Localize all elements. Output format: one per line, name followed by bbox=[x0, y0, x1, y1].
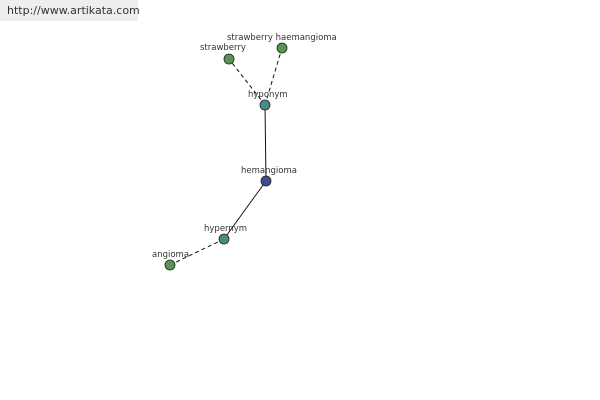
node-angioma[interactable] bbox=[164, 259, 176, 271]
node-strawberry[interactable] bbox=[223, 53, 235, 65]
source-banner: http://www.artikata.com bbox=[0, 0, 140, 21]
source-url-link[interactable]: http://www.artikata.com bbox=[7, 4, 140, 17]
edge-hyponym-to-strawberry-haemangioma bbox=[264, 47, 283, 106]
edge-hypernym-to-angioma bbox=[169, 238, 225, 266]
node-hyponym[interactable] bbox=[259, 99, 271, 111]
node-label-strawberry[interactable]: strawberry bbox=[200, 43, 246, 53]
edge-hemangioma-to-hyponym bbox=[264, 104, 267, 182]
node-hemangioma[interactable] bbox=[260, 175, 272, 187]
nodes-layer bbox=[164, 42, 288, 271]
edge-hemangioma-to-hypernym bbox=[223, 180, 267, 240]
labels-layer: hemangioma hyponym hypernym strawberrystraw… bbox=[152, 33, 337, 260]
edge-hyponym-to-strawberry bbox=[228, 58, 266, 106]
node-label-angioma[interactable]: angioma bbox=[152, 250, 189, 260]
node-label-hemangioma[interactable]: hemangioma bbox=[241, 166, 297, 176]
node-strawberry-haemangioma[interactable] bbox=[276, 42, 288, 54]
node-label-hypernym[interactable]: hypernym bbox=[204, 224, 247, 234]
node-label-hyponym[interactable]: hyponym bbox=[248, 90, 288, 100]
edges-layer bbox=[169, 47, 283, 266]
node-label-strawberry-haemangioma[interactable]: strawberry haemangioma bbox=[227, 33, 337, 43]
node-hypernym[interactable] bbox=[218, 233, 230, 245]
